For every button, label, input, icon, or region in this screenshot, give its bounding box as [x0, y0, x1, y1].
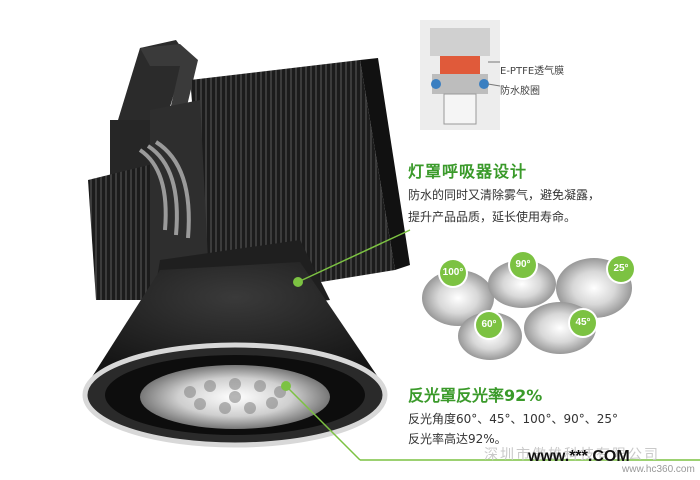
pointer-lines	[281, 229, 700, 461]
watermark-url: www.hc360.com	[622, 464, 695, 475]
reflector-line-1: 反光角度60°、45°、100°、90°、25°	[408, 412, 618, 426]
breather-line-2: 提升产品品质，延长使用寿命。	[408, 210, 577, 224]
angle-badge-100: 100°	[440, 260, 466, 286]
watermark-site: www.***.COM	[528, 448, 630, 465]
angle-badge-25: 25°	[608, 256, 634, 282]
heat-pipes	[138, 140, 191, 239]
reflector-cups	[422, 258, 632, 360]
reflector-line-2: 反光率高达92%。	[408, 432, 507, 446]
angle-badge-45: 45°	[570, 310, 596, 336]
membrane-label: E-PTFE透气膜	[500, 66, 565, 77]
breather-cutaway	[420, 20, 501, 130]
angle-badge-90: 90°	[510, 252, 536, 278]
breather-line-1: 防水的同时又清除雾气，避免凝露，	[408, 188, 601, 202]
breather-title: 灯罩呼吸器设计	[408, 162, 528, 181]
angle-badge-60: 60°	[476, 312, 502, 338]
reflector-title: 反光罩反光率92%	[408, 386, 543, 405]
seal-label: 防水胶圈	[500, 86, 540, 97]
watermark-company: 深圳市傲雄科技有限公司	[484, 447, 660, 463]
